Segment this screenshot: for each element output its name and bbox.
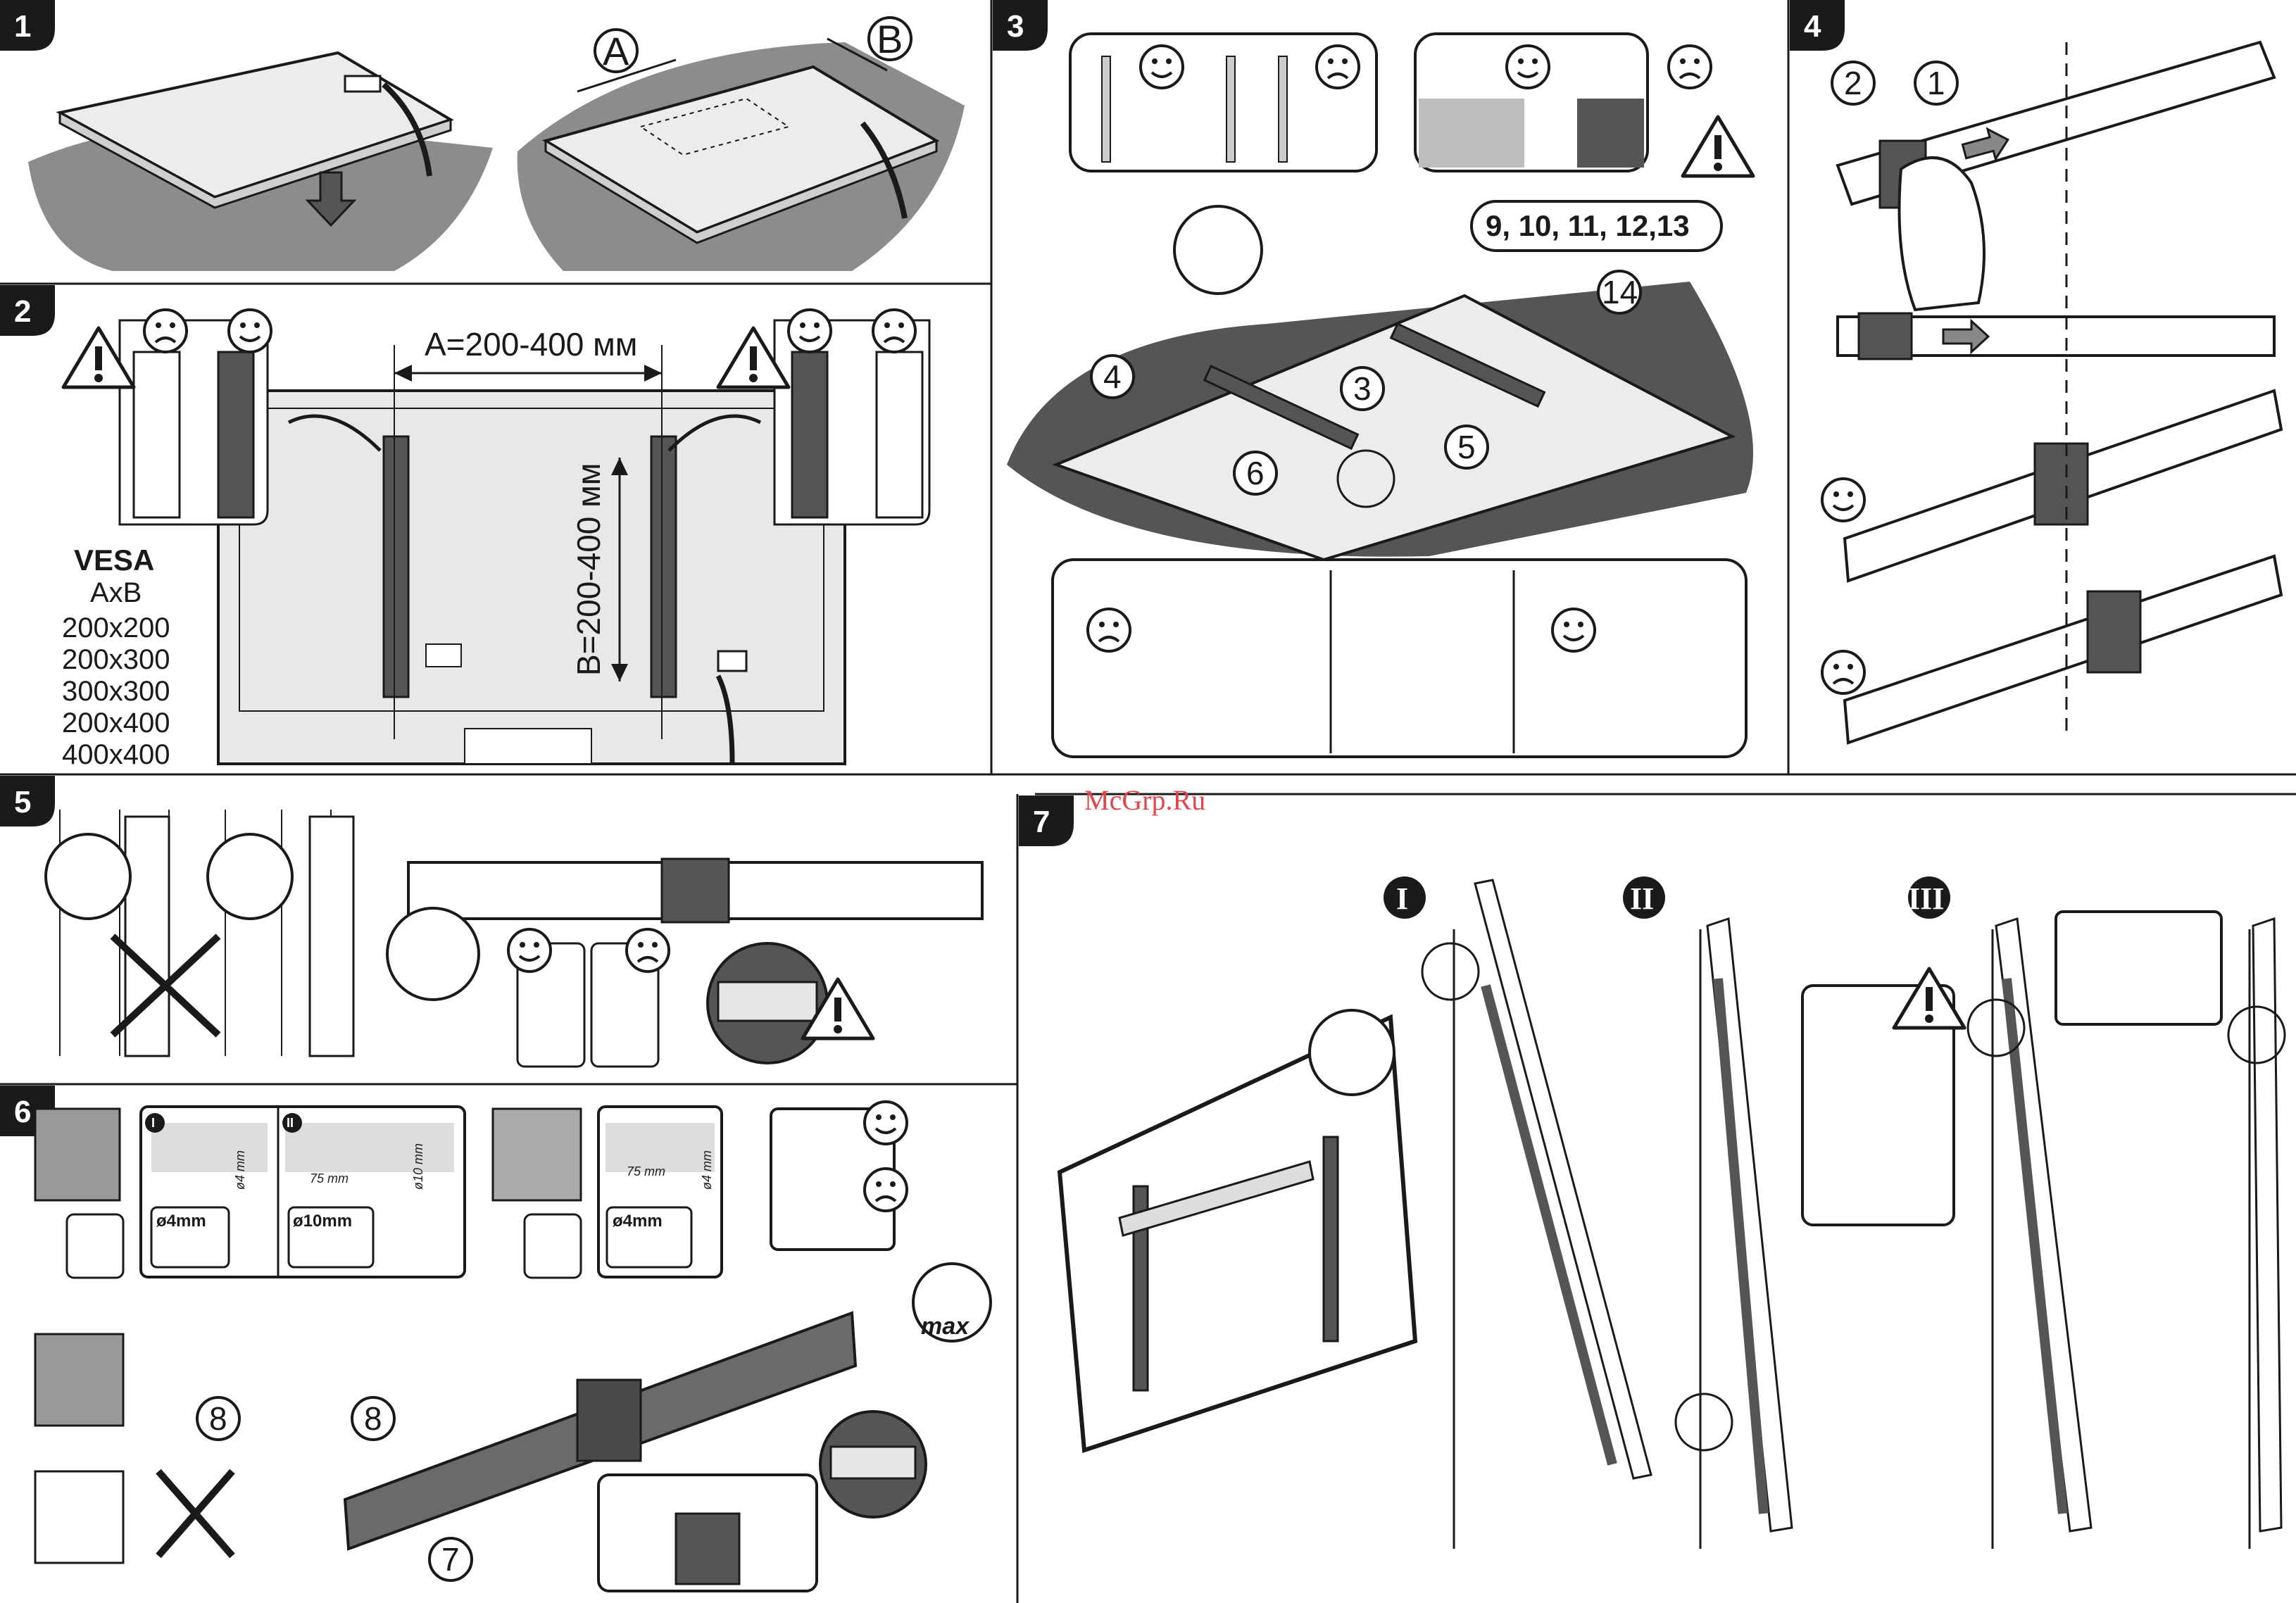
phase-ii: II bbox=[1630, 881, 1654, 916]
callout-4: 4 bbox=[1103, 358, 1122, 395]
dimension-b: B=200-400 мм bbox=[570, 463, 607, 676]
vesa-size-4: 200x400 bbox=[62, 708, 170, 738]
phase-iii: III bbox=[1908, 881, 1944, 916]
callout-8-dowel: 8 bbox=[209, 1400, 227, 1437]
step5-scene bbox=[46, 810, 982, 1067]
max-torque-label: max bbox=[921, 1313, 970, 1340]
step1-scene bbox=[28, 18, 965, 271]
roman-ii-label: II bbox=[287, 1116, 294, 1130]
roman-i-label: I bbox=[151, 1116, 155, 1130]
callout-1: 1 bbox=[1927, 65, 1945, 101]
vesa-title: VESA bbox=[74, 543, 154, 577]
callout-8-rail: 8 bbox=[364, 1400, 382, 1437]
vesa-size-1: 200x200 bbox=[62, 612, 170, 643]
dia-4mm-left: ø4 mm bbox=[233, 1150, 247, 1190]
step7-scene bbox=[1060, 876, 2285, 1549]
step-5-number: 5 bbox=[14, 785, 31, 819]
vesa-axb: AxB bbox=[90, 577, 142, 608]
drill-4mm-left: ø4mm bbox=[156, 1212, 206, 1231]
step-7-number: 7 bbox=[1033, 805, 1050, 839]
step-6-number: 6 bbox=[14, 1095, 31, 1129]
drill-4mm-wood: ø4mm bbox=[613, 1212, 663, 1231]
step3-scene bbox=[1007, 34, 1753, 757]
callout-7-rail: 7 bbox=[441, 1541, 460, 1578]
callout-14: 14 bbox=[1602, 274, 1638, 310]
vesa-size-2: 200x300 bbox=[62, 644, 170, 675]
vesa-size-5: 400x400 bbox=[62, 739, 170, 770]
vesa-size-3: 300x300 bbox=[62, 676, 170, 707]
dia-4mm-wood: ø4 mm bbox=[700, 1150, 714, 1190]
callout-3: 3 bbox=[1353, 370, 1372, 407]
callout-5: 5 bbox=[1457, 429, 1476, 465]
step-3-number: 3 bbox=[1007, 9, 1024, 44]
depth-75mm-wood: 75 mm bbox=[627, 1164, 665, 1178]
step-2-number: 2 bbox=[14, 294, 31, 329]
step-1-number: 1 bbox=[14, 9, 31, 44]
dia-10mm-right: ø10 mm bbox=[411, 1143, 425, 1190]
phase-i: I bbox=[1396, 881, 1408, 916]
step6-scene bbox=[35, 1102, 991, 1591]
step4-scene bbox=[1822, 42, 2281, 743]
drill-10mm-right: ø10mm bbox=[293, 1212, 352, 1231]
step2-scene bbox=[63, 310, 929, 764]
callout-a: A bbox=[603, 29, 629, 73]
callout-6: 6 bbox=[1246, 455, 1265, 491]
watermark: McGrp.Ru bbox=[1084, 784, 1205, 816]
step-4-number: 4 bbox=[1804, 9, 1821, 44]
screws-label: 9, 10, 11, 12,13 bbox=[1486, 209, 1690, 242]
dimension-a: A=200-400 мм bbox=[425, 326, 637, 363]
depth-75mm-right: 75 mm bbox=[310, 1171, 349, 1186]
callout-b: B bbox=[877, 17, 903, 61]
callout-2: 2 bbox=[1844, 65, 1862, 101]
